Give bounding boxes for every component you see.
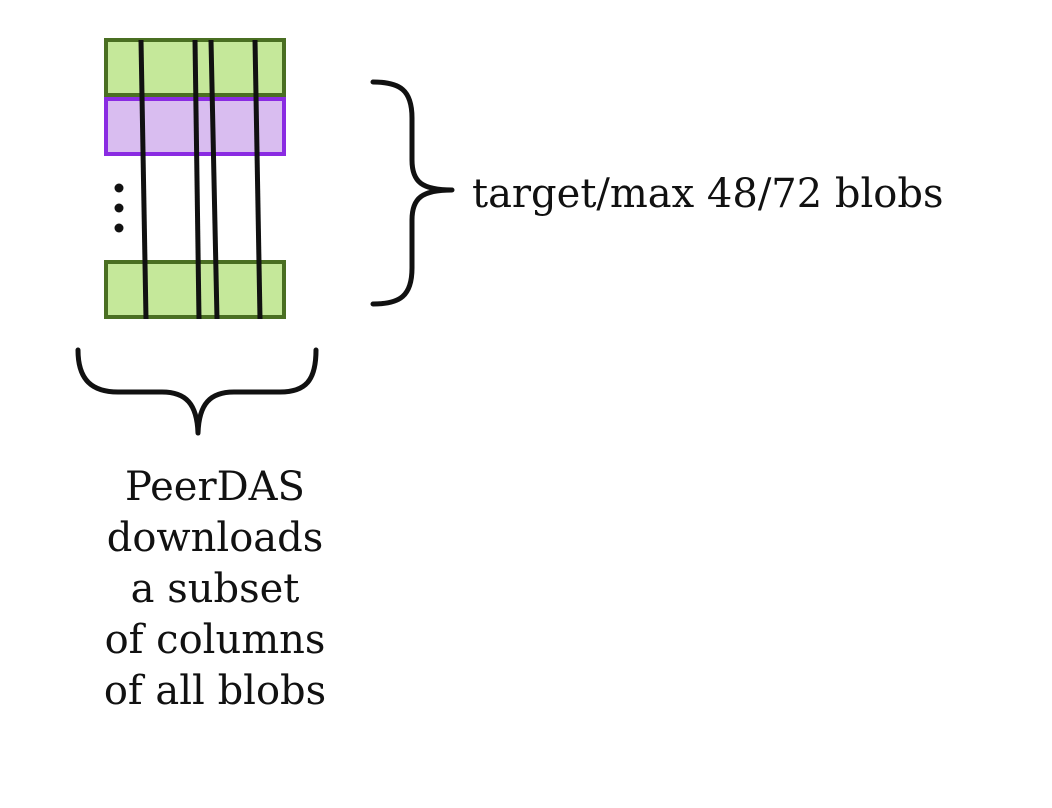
blob-row-green-bottom bbox=[104, 260, 286, 319]
description-line: downloads bbox=[106, 515, 324, 561]
bottom-curly-brace bbox=[75, 347, 319, 436]
sampled-column-line bbox=[208, 39, 220, 320]
description-line: PeerDAS bbox=[125, 464, 305, 510]
ellipsis-dot bbox=[114, 183, 124, 193]
sampled-column-line bbox=[192, 39, 202, 320]
sampled-column-line bbox=[252, 39, 263, 320]
description-line: a subset bbox=[130, 566, 300, 612]
ellipsis-dot bbox=[114, 223, 124, 233]
target-max-blobs-label: target/max 48/72 blobs bbox=[472, 171, 944, 217]
ellipsis-dot bbox=[114, 203, 124, 213]
peerdas-description: PeerDAS downloads a subset of columns of… bbox=[60, 462, 370, 717]
sampled-column-line bbox=[138, 39, 149, 320]
right-curly-brace bbox=[370, 79, 455, 307]
description-line: of all blobs bbox=[103, 668, 327, 714]
description-line: of columns bbox=[104, 617, 326, 663]
